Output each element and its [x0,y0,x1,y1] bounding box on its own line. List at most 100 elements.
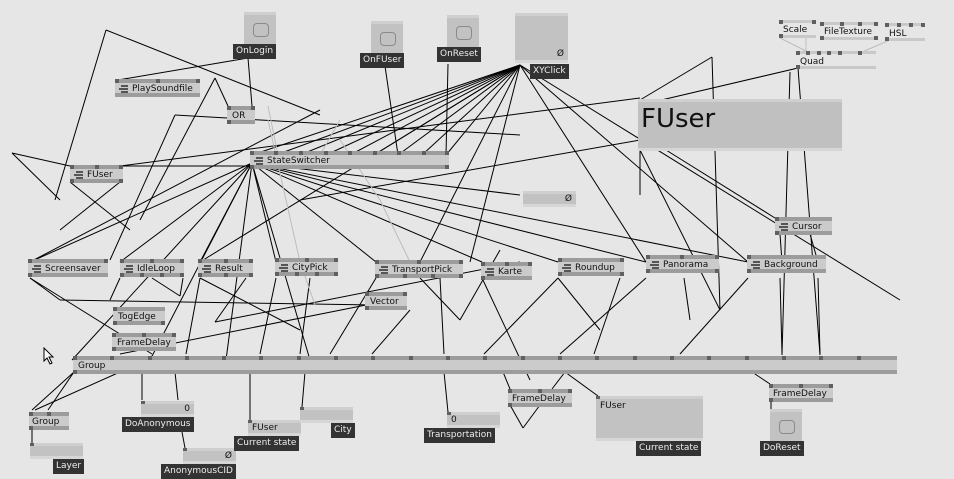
current-state-1-value: FUser [252,423,278,433]
transportation-io-box[interactable]: 0 [447,412,500,428]
current-state-2-value: FUser [600,401,626,411]
current-state-1-label: Current state [234,436,300,451]
node-vector[interactable]: Vector [365,292,407,310]
node-togedge-label: TogEdge [118,312,156,322]
subpatch-icon [124,265,133,273]
node-cursor-label: Cursor [792,222,822,232]
onreset-bang-button[interactable] [447,15,479,47]
transportation-label: Transportation [424,428,495,443]
doanonymous-io-box[interactable]: 0 [141,401,194,417]
node-playsoundfile[interactable]: PlaySoundfile [115,79,200,97]
node-framedelay-3-label: FrameDelay [773,389,827,399]
node-fuser[interactable]: FUser [70,165,123,183]
node-quad[interactable]: Quad [796,51,876,69]
current-state-2-label: Current state [636,441,702,456]
anonymouscid-value: Ø [224,451,232,461]
node-stateswitcher[interactable]: StateSwitcher [250,151,449,169]
node-screensaver[interactable]: Screensaver [28,259,108,277]
node-filetexture[interactable]: FileTexture [820,22,878,40]
node-transportpick[interactable]: TransportPick [375,260,463,278]
node-playsoundfile-label: PlaySoundfile [132,84,193,94]
layer-label: Layer [53,459,85,474]
onreset-label: OnReset [437,47,481,62]
node-hsl[interactable]: HSL [885,23,925,41]
doanonymous-value: 0 [184,404,190,414]
node-fuser-label: FUser [87,170,113,180]
subpatch-icon [279,264,288,272]
node-panorama-label: Panorama [663,260,709,270]
node-idleloop[interactable]: IdleLoop [120,259,184,277]
bang-icon [779,419,795,434]
unnamed-io-box[interactable]: Ø [523,191,576,207]
node-background-label: Background [764,260,818,270]
xyclick-value: Ø [556,49,564,59]
node-togedge[interactable]: TogEdge [113,307,165,325]
node-result-label: Result [215,264,243,274]
unnamed-value: Ø [564,194,572,204]
layer-io-box[interactable] [30,443,83,459]
node-panorama[interactable]: Panorama [646,255,719,273]
node-roundup-label: Roundup [575,263,615,273]
bang-icon [253,22,269,37]
onfuser-label: OnFUser [360,53,405,68]
node-framedelay-3[interactable]: FrameDelay [769,384,833,402]
xyclick-io-box[interactable]: Ø [515,13,568,63]
subpatch-icon [379,266,388,274]
subpatch-icon [202,265,211,273]
subpatch-icon [650,261,659,269]
node-transportpick-label: TransportPick [392,265,453,275]
node-scale[interactable]: Scale [779,20,816,38]
big-display-text: FUser [641,104,716,134]
city-io-box[interactable] [300,407,353,423]
node-result[interactable]: Result [198,259,253,277]
node-stateswitcher-label: StateSwitcher [267,156,330,166]
subpatch-icon [74,171,83,179]
node-cursor[interactable]: Cursor [775,217,832,235]
node-group-main[interactable]: Group [73,356,897,374]
mouse-pointer-icon [43,347,55,365]
subpatch-icon [779,223,788,231]
anonymouscid-label: AnonymousCID [161,464,236,479]
bang-icon [380,31,396,46]
node-framedelay-1[interactable]: FrameDelay [112,333,176,351]
node-or[interactable]: OR [227,106,255,124]
node-background[interactable]: Background [747,255,826,273]
fuser-big-display[interactable]: FUser [638,99,842,151]
node-filetexture-label: FileTexture [824,27,873,37]
doreset-label: DoReset [760,441,804,456]
node-idleloop-label: IdleLoop [137,264,175,274]
transportation-value: 0 [451,415,457,425]
node-framedelay-2-label: FrameDelay [512,394,566,404]
city-label: City [331,423,355,438]
bang-icon [456,25,472,40]
current-state-2-io-box[interactable]: FUser [596,396,703,441]
onlogin-label: OnLogin [233,44,277,59]
node-karte[interactable]: Karte [481,262,532,280]
anonymouscid-io-box[interactable]: Ø [183,448,236,464]
node-group-small[interactable]: Group [29,412,69,430]
subpatch-icon [32,265,41,273]
node-hsl-label: HSL [889,29,907,39]
node-citypick-label: CityPick [292,263,328,273]
node-screensaver-label: Screensaver [45,264,101,274]
subpatch-icon [119,85,128,93]
node-roundup[interactable]: Roundup [558,258,624,276]
subpatch-icon [254,157,263,165]
doanonymous-label: DoAnonymous [122,417,194,432]
current-state-1-io-box[interactable]: FUser [248,420,301,436]
subpatch-icon [562,264,571,272]
subpatch-icon [485,268,494,276]
node-vector-label: Vector [370,297,399,307]
node-group-main-label: Group [78,361,106,371]
node-framedelay-1-label: FrameDelay [117,338,171,348]
node-quad-label: Quad [800,57,825,67]
node-framedelay-2[interactable]: FrameDelay [508,389,572,407]
subpatch-icon [751,261,760,269]
doreset-bang-button[interactable] [770,409,802,441]
node-or-label: OR [232,111,246,121]
onfuser-bang-button[interactable] [371,21,403,53]
onlogin-bang-button[interactable] [244,12,276,44]
node-citypick[interactable]: CityPick [275,258,338,276]
node-scale-label: Scale [783,25,808,35]
xyclick-label: XYClick [530,64,569,79]
